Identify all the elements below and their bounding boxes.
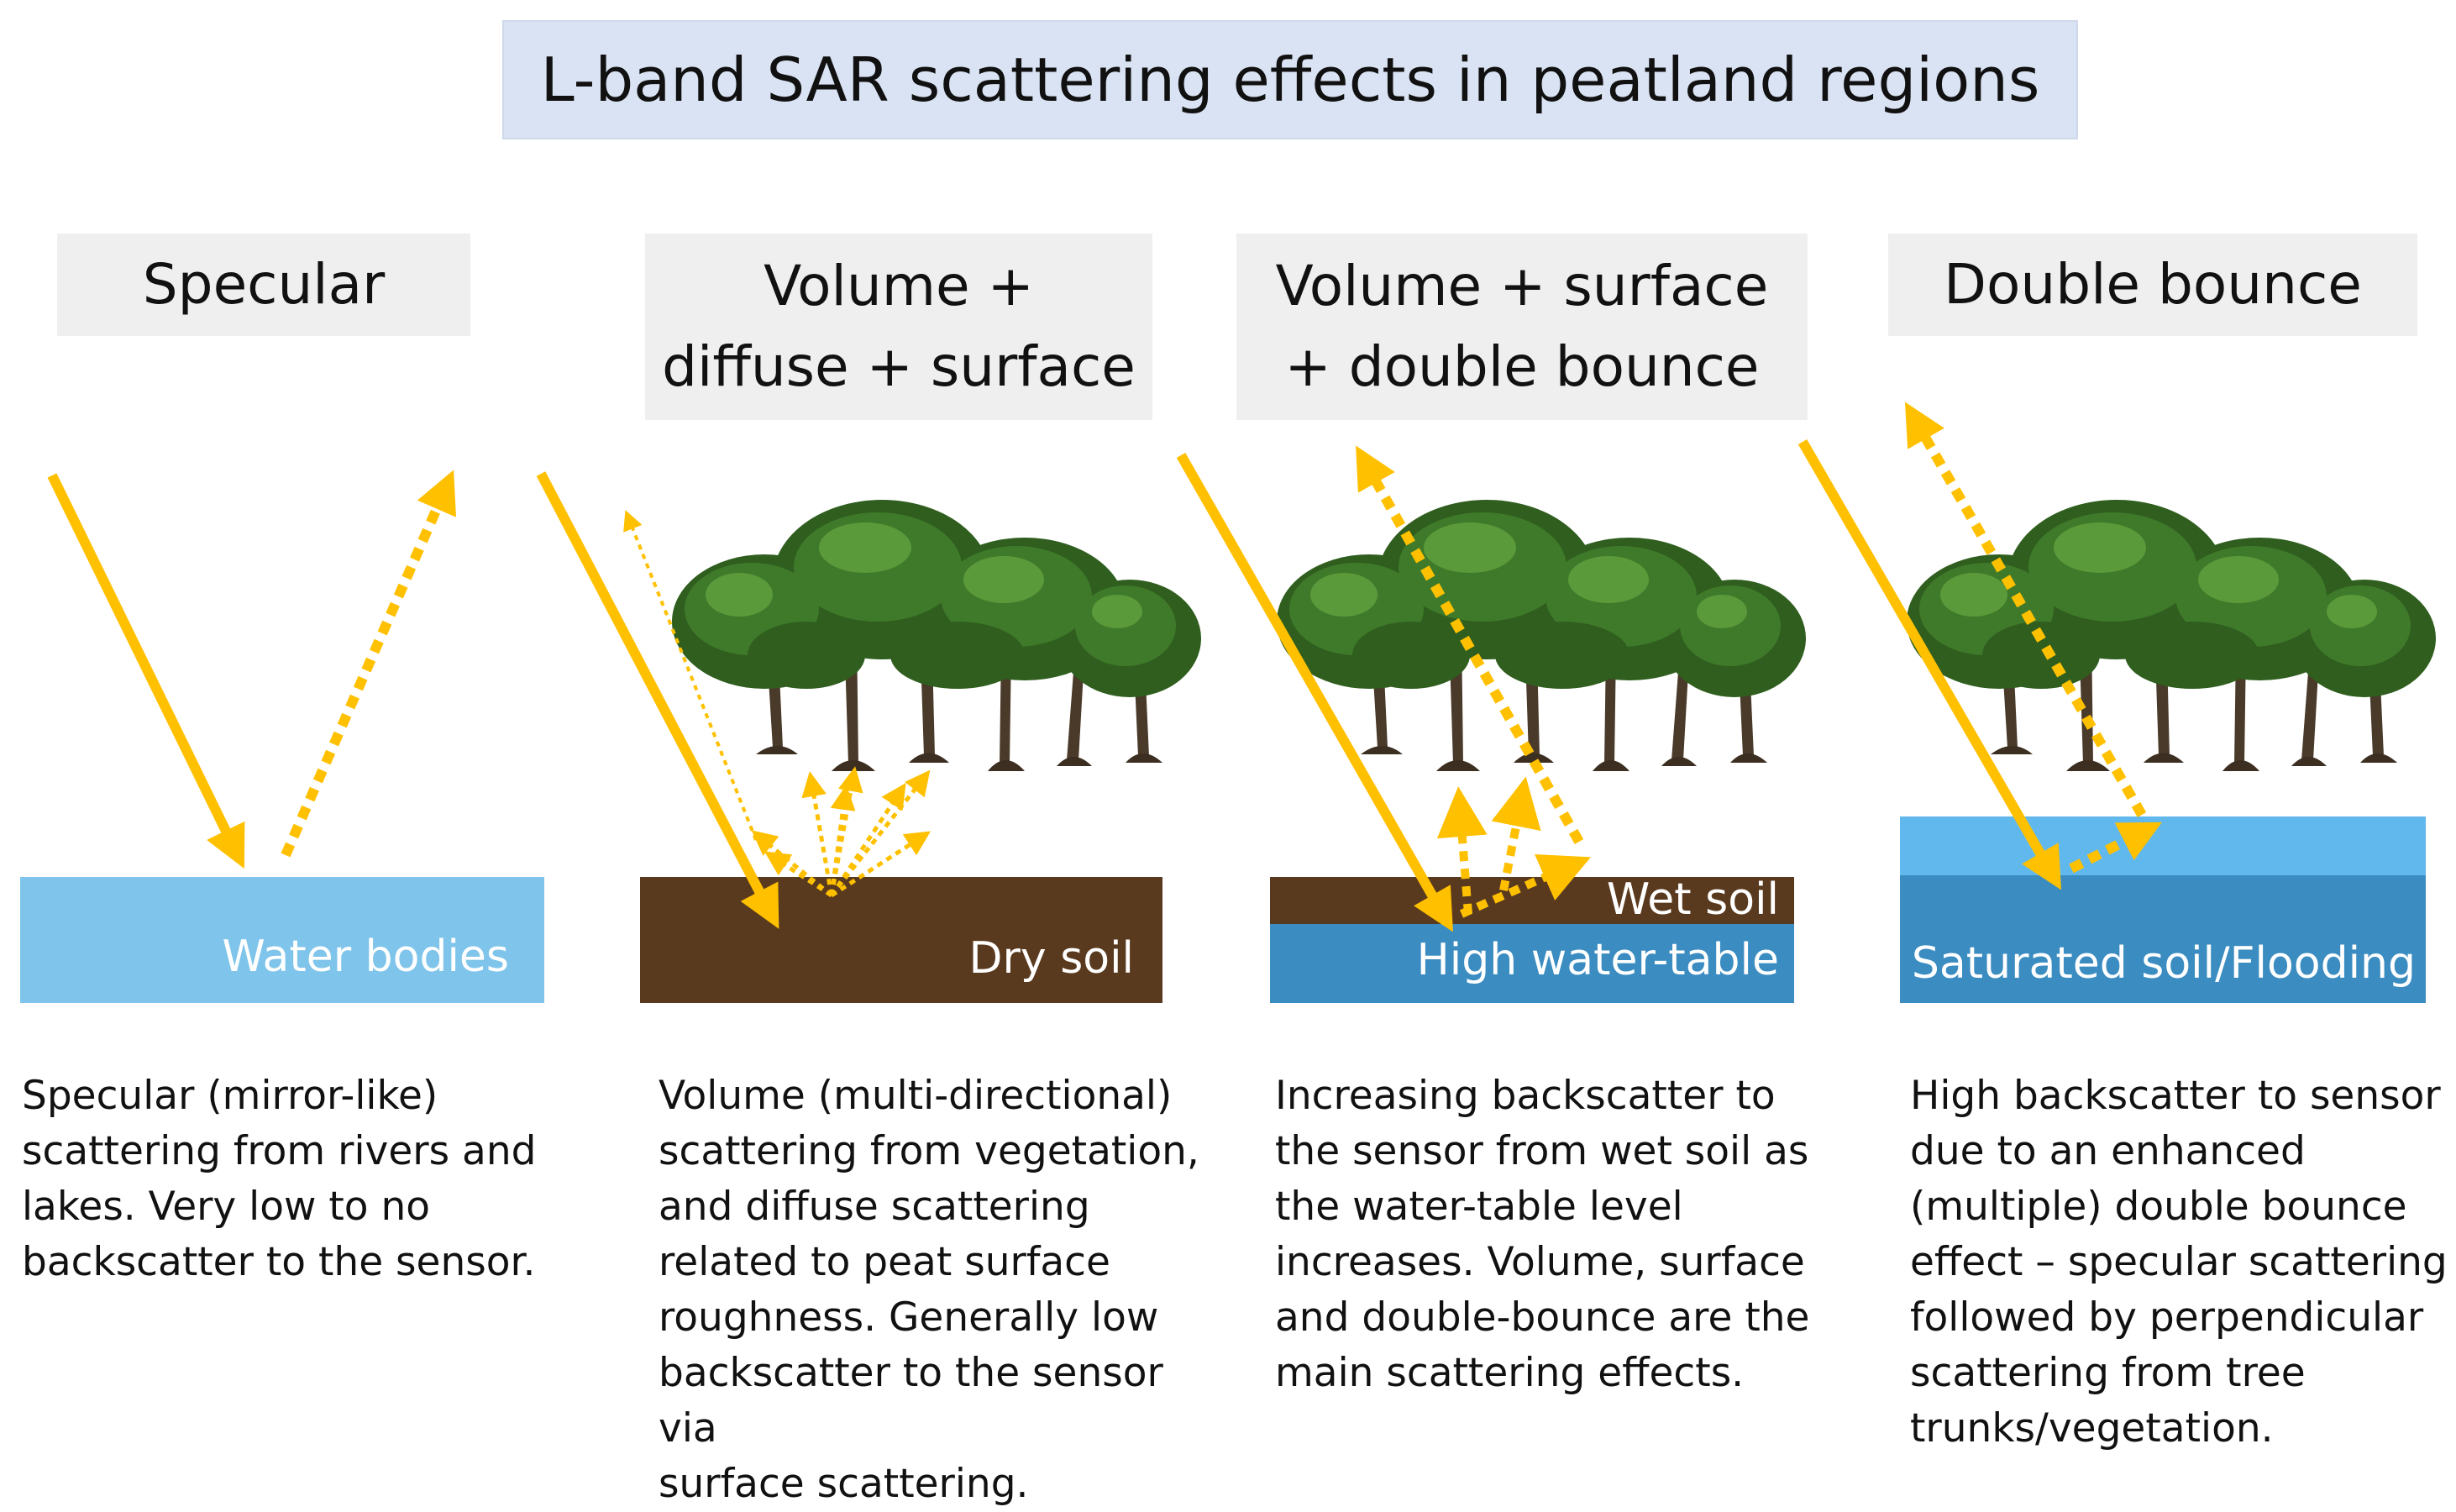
heading-line: + double bounce <box>1284 334 1760 399</box>
water-bodies-surface <box>20 877 544 1003</box>
description-volume-diffuse-surface: Volume (multi-directional) scattering fr… <box>659 1068 1230 1512</box>
description-line: increases. Volume, surface <box>1275 1239 1805 1285</box>
saturated-soil-flooding-label: Saturated soil/Flooding <box>1912 938 2416 989</box>
description-line: effect – specular scattering <box>1910 1239 2448 1285</box>
description-line: followed by perpendicular <box>1910 1294 2424 1341</box>
heading-volume-diffuse-surface: Volume + diffuse + surface <box>645 234 1152 420</box>
description-line: trunks/vegetation. <box>1910 1405 2274 1452</box>
diagram-title: L-band SAR scattering effects in peatlan… <box>502 20 2078 139</box>
high-water-table-surface <box>1270 924 1794 1003</box>
tree-stand <box>1907 500 2436 771</box>
flood-surface-dark <box>1900 875 2426 1003</box>
description-line: backscatter to the sensor via <box>659 1350 1163 1452</box>
description-line: scattering from tree <box>1910 1350 2306 1396</box>
description-line: main scattering effects. <box>1275 1350 1745 1396</box>
dry-soil-label: Dry soil <box>968 933 1134 984</box>
description-line: Increasing backscatter to <box>1275 1073 1776 1119</box>
description-line: scattering from rivers and <box>22 1128 537 1174</box>
incident-arrow <box>1797 438 2062 890</box>
description-line: High backscatter to sensor <box>1910 1073 2441 1119</box>
description-line: related to peat surface <box>659 1239 1110 1285</box>
heading-line: Volume + <box>764 254 1034 318</box>
description-line: Specular (mirror-like) <box>22 1073 438 1119</box>
heading-volume-surface-double-bounce: Volume + surface + double bounce <box>1236 234 1808 420</box>
tree-stand <box>672 500 1201 771</box>
description-line: surface scattering. <box>659 1461 1029 1507</box>
high-water-table-label: High water-table <box>1417 935 1779 985</box>
heading-specular: Specular <box>57 234 470 336</box>
description-line: and diffuse scattering <box>659 1184 1090 1230</box>
heading-double-bounce: Double bounce <box>1888 234 2417 336</box>
tree-stand <box>1277 500 1806 771</box>
description-double-bounce: High backscatter to sensor due to an enh… <box>1910 1068 2448 1457</box>
incident-arrow <box>1176 453 1453 932</box>
forward-bounce-arrow <box>2069 822 2162 874</box>
description-line: Volume (multi-directional) <box>659 1073 1173 1119</box>
heading-double-bounce-text: Double bounce <box>1944 252 2362 317</box>
heading-specular-text: Specular <box>142 252 386 317</box>
volume-scatter-arrow <box>623 510 758 841</box>
description-line: scattering from vegetation, <box>659 1128 1199 1174</box>
description-line: the water-table level <box>1275 1184 1683 1230</box>
description-line: backscatter to the sensor. <box>22 1239 536 1285</box>
description-volume-surface-double-bounce: Increasing backscatter to the sensor fro… <box>1275 1068 1855 1401</box>
double-bounce-backscatter-arrow <box>1904 402 2147 817</box>
description-line: lakes. Very low to no <box>22 1184 431 1230</box>
flood-surface-light <box>1900 816 2426 877</box>
diffuse-scatter-arrows <box>751 766 931 898</box>
description-line: roughness. Generally low <box>659 1294 1159 1341</box>
wet-soil-label: Wet soil <box>1607 874 1779 925</box>
heading-line: diffuse + surface <box>662 334 1136 399</box>
double-bounce-arrows <box>1436 776 1591 918</box>
incident-arrow <box>47 473 245 869</box>
backscatter-arrow <box>1356 445 1584 844</box>
description-line: (multiple) double bounce <box>1910 1184 2407 1230</box>
heading-line: Volume + surface <box>1275 254 1769 318</box>
incident-arrow <box>536 471 779 929</box>
description-line: due to an enhanced <box>1910 1128 2306 1174</box>
description-line: the sensor from wet soil as <box>1275 1128 1809 1174</box>
scattering-illustrations: Water bodies Dry soil Wet soil High wate… <box>20 402 2436 1003</box>
water-bodies-label: Water bodies <box>222 932 509 982</box>
description-specular: Specular (mirror-like) scattering from r… <box>22 1068 601 1290</box>
specular-reflection-arrow <box>281 470 457 858</box>
description-line: and double-bounce are the <box>1275 1294 1810 1341</box>
dry-soil-surface <box>640 877 1162 1003</box>
